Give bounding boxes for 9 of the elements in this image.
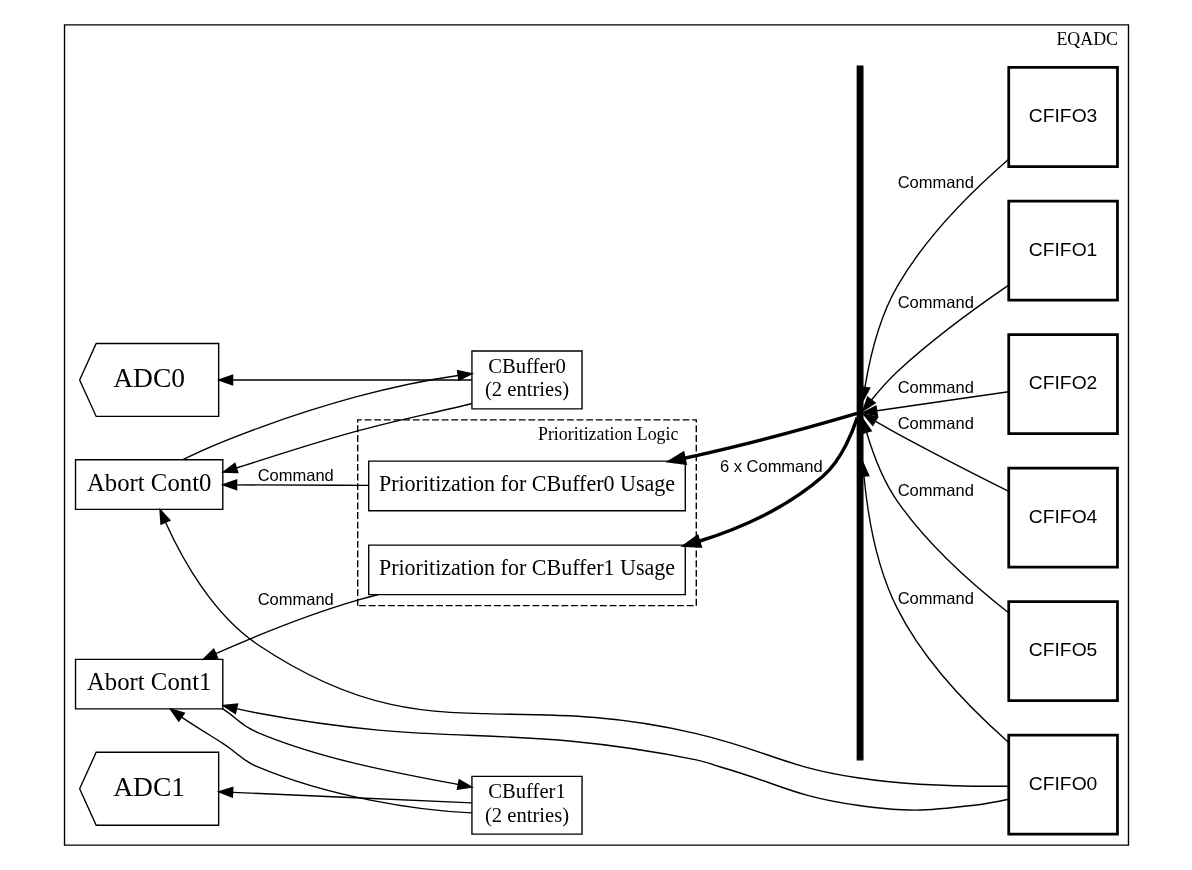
edge-label: 6 x Command: [719, 456, 823, 475]
edge-label: Command: [897, 588, 974, 607]
edge-label: Command: [897, 378, 974, 397]
edge-label: Command: [897, 413, 974, 432]
edge-label: Command: [257, 466, 334, 485]
edge-label: Command: [897, 481, 974, 500]
edge-label: Command: [897, 173, 974, 192]
edge-label: Command: [897, 292, 974, 311]
edge-label: Command: [257, 590, 334, 609]
